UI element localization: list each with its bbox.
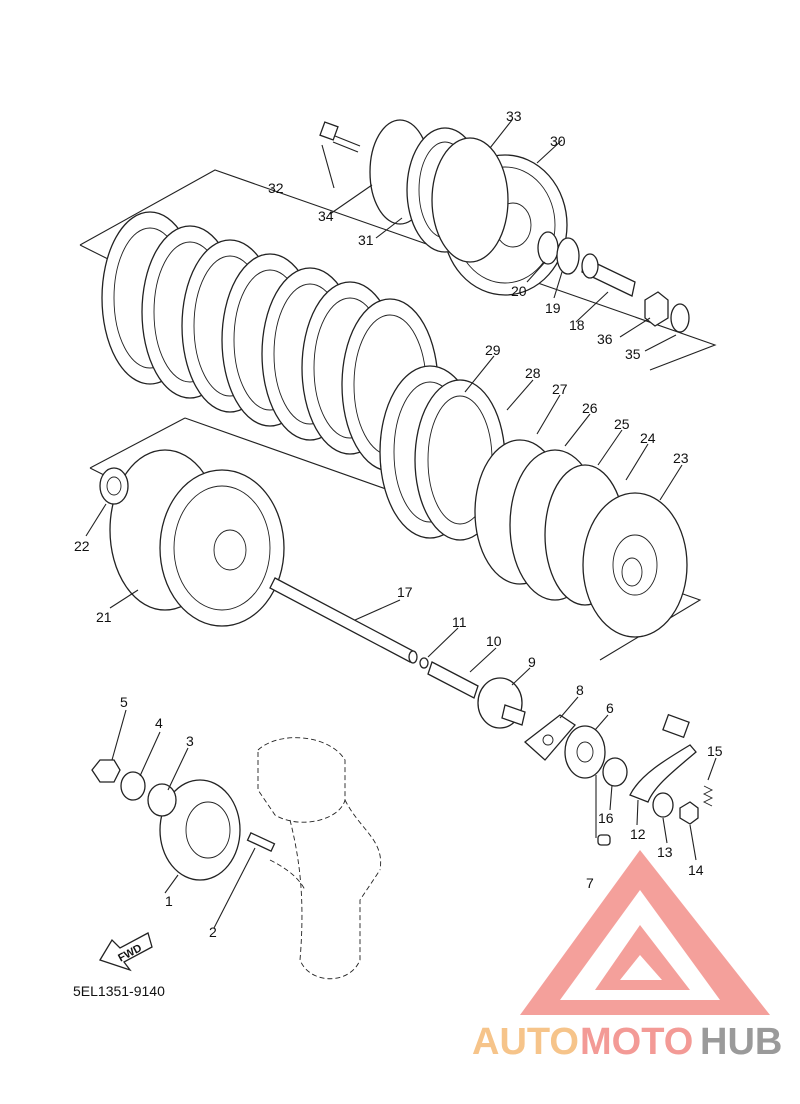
- part-label-1: 1: [165, 893, 173, 909]
- clutch-boss: [474, 439, 688, 638]
- fwd-arrow-icon: FWD: [99, 932, 153, 972]
- part-label-30: 30: [550, 133, 566, 149]
- part-label-5: 5: [120, 694, 128, 710]
- part-label-26: 26: [582, 400, 598, 416]
- push-lever-assembly: [419, 657, 526, 729]
- part-label-24: 24: [640, 430, 656, 446]
- part-label-6: 6: [606, 700, 614, 716]
- watermark-wordmark: AUTO MOTO HUB: [472, 1021, 782, 1063]
- part-label-23: 23: [673, 450, 689, 466]
- part-label-3: 3: [186, 733, 194, 749]
- part-label-36: 36: [597, 331, 613, 347]
- part-label-19: 19: [545, 300, 561, 316]
- lever-parts: [523, 713, 714, 846]
- part-label-21: 21: [96, 609, 112, 625]
- part-label-32: 32: [268, 180, 284, 196]
- watermark-moto: MOTO: [580, 1021, 693, 1063]
- part-label-22: 22: [74, 538, 90, 554]
- part-label-35: 35: [625, 346, 641, 362]
- primary-drive-gear: [91, 759, 276, 881]
- part-label-34: 34: [318, 208, 334, 224]
- leader-lines: [85, 119, 717, 929]
- part-label-12: 12: [630, 826, 646, 842]
- part-label-13: 13: [657, 844, 673, 860]
- part-label-10: 10: [486, 633, 502, 649]
- watermark-hub: HUB: [700, 1021, 782, 1063]
- bolt: [319, 121, 361, 153]
- clutch-plate-stack: [101, 211, 506, 541]
- part-label-2: 2: [209, 924, 217, 940]
- watermark-logo: [520, 850, 770, 1015]
- part-label-27: 27: [552, 381, 568, 397]
- part-label-15: 15: [707, 743, 723, 759]
- part-label-7: 7: [586, 875, 594, 891]
- part-label-4: 4: [155, 715, 163, 731]
- pushrod-assembly: [537, 231, 690, 333]
- push-shaft: [269, 577, 418, 664]
- part-label-33: 33: [506, 108, 522, 124]
- part-label-16: 16: [598, 810, 614, 826]
- part-label-29: 29: [485, 342, 501, 358]
- fwd-label: FWD: [116, 942, 144, 964]
- part-label-9: 9: [528, 654, 536, 670]
- part-label-8: 8: [576, 682, 584, 698]
- part-number-labels: 1 2 3 4 5 6 7 8 9 10 11 12 13 14 15 16 1…: [74, 108, 723, 940]
- watermark-auto: AUTO: [472, 1021, 579, 1063]
- crankcase-outline: [257, 737, 382, 980]
- part-label-17: 17: [397, 584, 413, 600]
- part-label-28: 28: [525, 365, 541, 381]
- part-label-25: 25: [614, 416, 630, 432]
- part-label-31: 31: [358, 232, 374, 248]
- part-label-14: 14: [688, 862, 704, 878]
- clutch-housing: [99, 449, 285, 627]
- diagram-code: 5EL1351-9140: [73, 983, 165, 999]
- part-label-11: 11: [452, 614, 467, 630]
- part-label-20: 20: [511, 283, 527, 299]
- part-label-18: 18: [569, 317, 585, 333]
- spring-plates: [369, 119, 509, 263]
